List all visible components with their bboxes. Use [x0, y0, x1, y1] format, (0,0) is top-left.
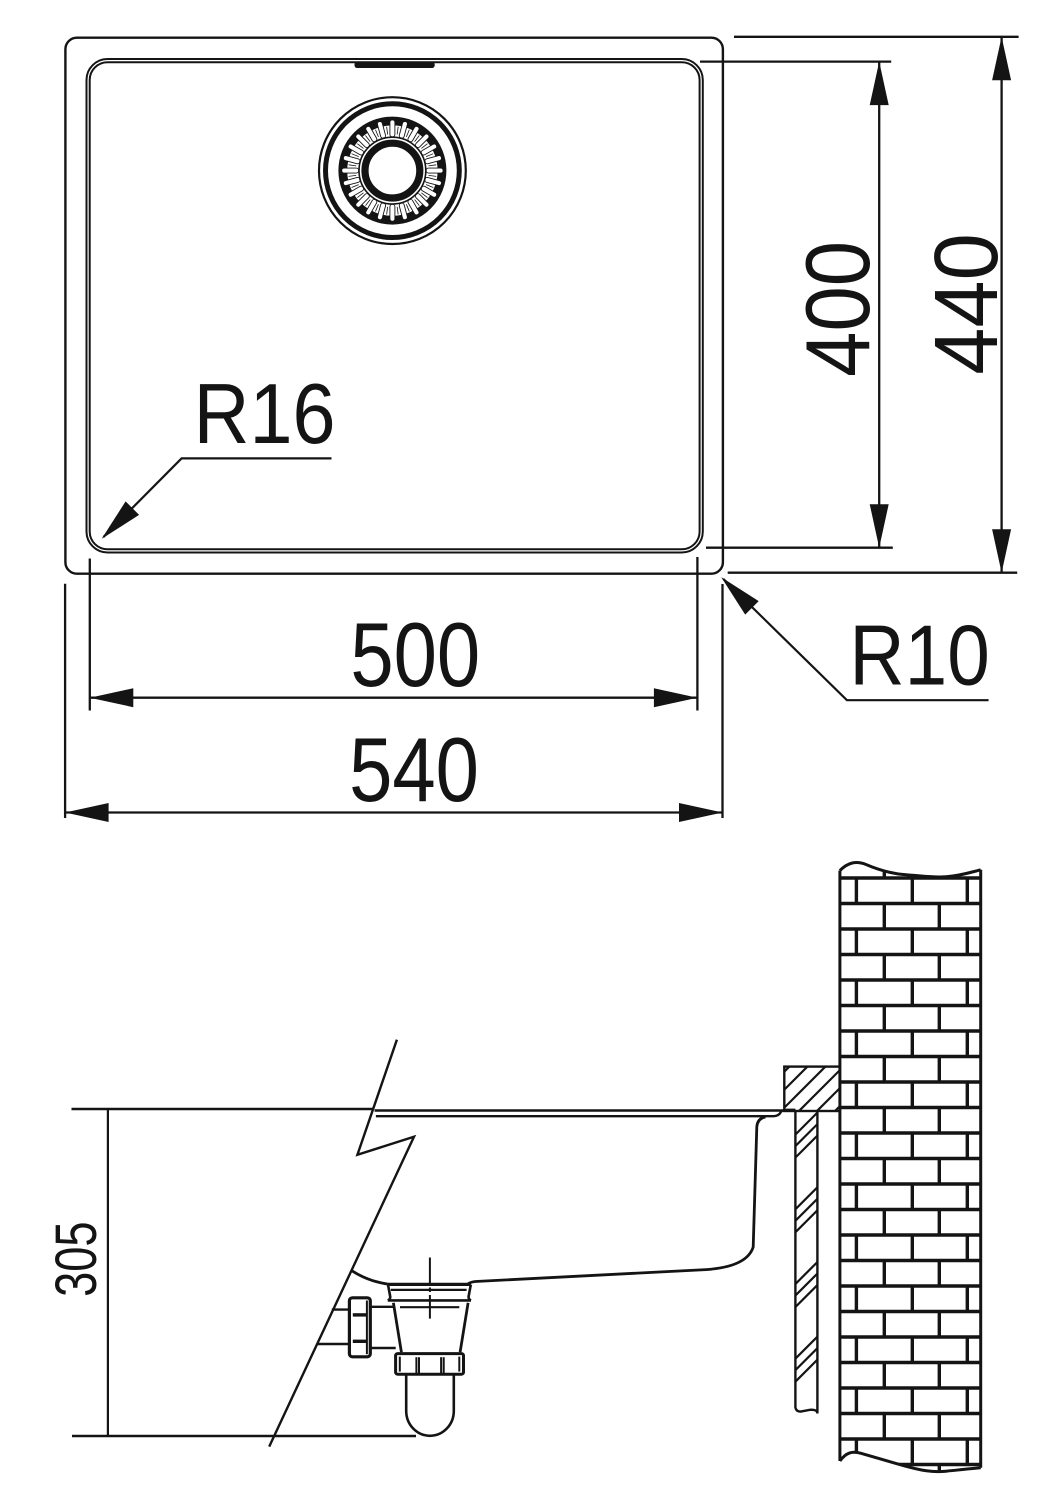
- svg-text:540: 540: [349, 720, 479, 821]
- svg-text:440: 440: [915, 233, 1016, 374]
- svg-text:500: 500: [350, 604, 480, 705]
- svg-text:R16: R16: [194, 367, 336, 462]
- svg-text:400: 400: [788, 241, 889, 377]
- svg-text:R10: R10: [849, 609, 989, 704]
- svg-text:305: 305: [45, 1221, 110, 1296]
